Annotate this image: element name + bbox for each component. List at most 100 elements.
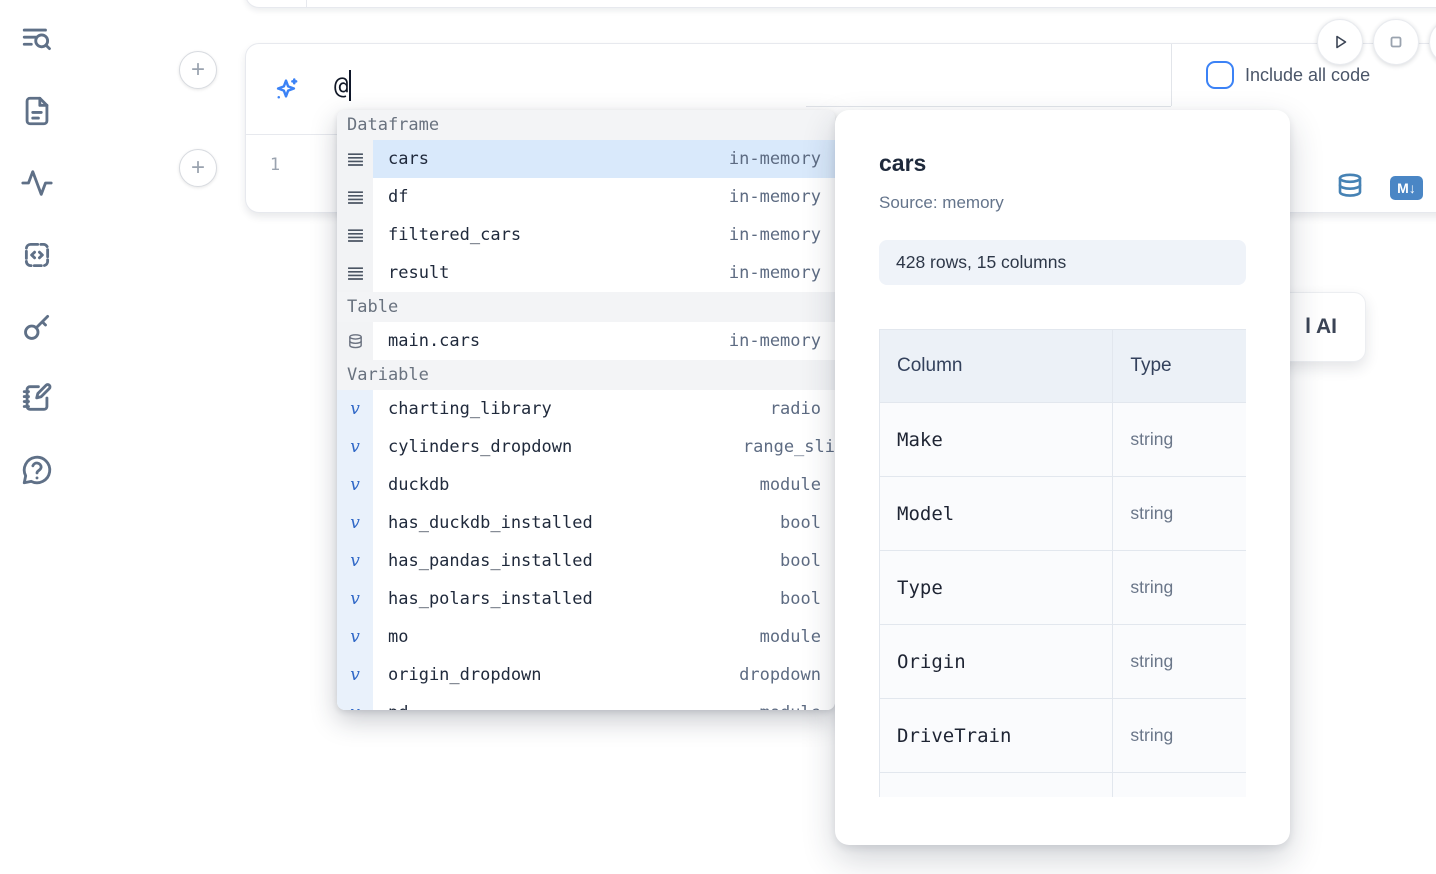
variable-icon: v [350, 589, 360, 609]
item-name: origin_dropdown [388, 665, 542, 685]
variable-icon: v [350, 513, 360, 533]
item-detail: module [759, 627, 821, 647]
autocomplete-item-cylinders-dropdown[interactable]: v cylinders_dropdown range_sli [337, 428, 835, 466]
section-header-variable: Variable [337, 360, 835, 390]
item-detail: in-memory [728, 225, 821, 245]
activity-icon[interactable] [18, 164, 56, 202]
variable-icon: v [350, 475, 360, 495]
preview-source: Source: memory [879, 193, 1004, 212]
item-name: cylinders_dropdown [388, 437, 573, 457]
code-snippet-icon[interactable] [18, 236, 56, 274]
text-cursor [349, 70, 352, 101]
dataframe-preview-panel: cars Source: memory 428 rows, 15 columns… [835, 110, 1290, 845]
schema-table: Column Type Make string Model string Typ… [879, 329, 1246, 797]
include-all-code-checkbox[interactable] [1206, 61, 1234, 89]
markdown-badge-icon[interactable]: M↓ [1390, 176, 1423, 200]
item-detail: bool [780, 551, 821, 571]
toolbar-border [806, 106, 1171, 107]
toolbar-divider [1171, 44, 1172, 106]
schema-table-wrap: Column Type Make string Model string Typ… [879, 329, 1246, 797]
preview-shape-badge: 428 rows, 15 columns [879, 240, 1246, 285]
autocomplete-dropdown: Dataframe cars in-memory df in-memory fi… [337, 110, 835, 710]
schema-row: Origin string [879, 624, 1246, 699]
include-all-code-label: Include all code [1245, 64, 1371, 85]
run-cell-button[interactable] [1317, 19, 1363, 65]
autocomplete-item-mo[interactable]: v mo module [337, 618, 835, 656]
item-detail: range_sli [742, 437, 835, 457]
dataframe-icon [337, 254, 373, 292]
autocomplete-item-df[interactable]: df in-memory [337, 178, 835, 216]
autocomplete-item-filtered-cars[interactable]: filtered_cars in-memory [337, 216, 835, 254]
item-name: df [388, 187, 409, 207]
item-detail: in-memory [728, 187, 821, 207]
prompt-row-border [246, 134, 338, 135]
item-detail: radio [769, 399, 821, 419]
item-name: filtered_cars [388, 225, 522, 245]
ai-prompt-input[interactable]: @ [334, 70, 352, 101]
key-icon[interactable] [18, 308, 56, 346]
item-name: has_pandas_installed [388, 551, 593, 571]
item-name: charting_library [388, 399, 552, 419]
help-bubble-icon[interactable] [18, 451, 56, 489]
item-detail: in-memory [728, 263, 821, 283]
item-name: cars [388, 149, 429, 169]
autocomplete-item-result[interactable]: result in-memory [337, 254, 835, 292]
schema-header-column: Column [879, 329, 1114, 403]
item-name: mo [388, 627, 409, 647]
table-database-icon [337, 322, 373, 360]
schema-row: Model string [879, 476, 1246, 551]
stop-cell-button[interactable] [1373, 19, 1419, 65]
item-detail: dropdown [739, 665, 821, 685]
autocomplete-item-origin-dropdown[interactable]: v origin_dropdown dropdown [337, 656, 835, 694]
item-name: duckdb [388, 475, 450, 495]
autocomplete-item-has-duckdb-installed[interactable]: v has_duckdb_installed bool [337, 504, 835, 542]
previous-cell-divider [306, 0, 307, 7]
item-detail: module [760, 703, 835, 710]
schema-header-row: Column Type [879, 329, 1246, 403]
item-detail: in-memory [728, 149, 821, 169]
variable-icon: v [350, 399, 360, 419]
item-name: result [388, 263, 450, 283]
schema-header-type: Type [1112, 329, 1246, 403]
dataframe-icon [337, 216, 373, 254]
autocomplete-item-has-pandas-installed[interactable]: v has_pandas_installed bool [337, 542, 835, 580]
notebook-pen-icon[interactable] [18, 379, 56, 417]
schema-row: Type string [879, 550, 1246, 625]
item-name: pd [373, 703, 408, 710]
dataframe-icon [337, 178, 373, 216]
preview-title: cars [879, 150, 927, 176]
autocomplete-item-pd[interactable]: v pd module [337, 694, 835, 710]
editor-line-number: 1 [269, 155, 281, 175]
variable-icon: v [350, 437, 360, 457]
ai-prompt-value: @ [334, 71, 349, 100]
item-detail: module [759, 475, 821, 495]
dataframe-icon [337, 140, 373, 178]
ai-sparkle-icon [271, 75, 301, 110]
autocomplete-item-duckdb[interactable]: v duckdb module [337, 466, 835, 504]
autocomplete-item-cars[interactable]: cars in-memory [337, 140, 835, 178]
item-detail: bool [780, 513, 821, 533]
item-detail: in-memory [728, 331, 821, 351]
variable-icon: v [350, 665, 360, 685]
autocomplete-item-has-polars-installed[interactable]: v has_polars_installed bool [337, 580, 835, 618]
section-header-dataframe: Dataframe [337, 110, 835, 140]
section-header-table: Table [337, 292, 835, 322]
item-name: has_duckdb_installed [388, 513, 593, 533]
item-name: has_polars_installed [388, 589, 593, 609]
schema-row: DriveTrain string [879, 698, 1246, 773]
file-text-icon[interactable] [18, 92, 56, 130]
include-all-code-control: Include all code [1186, 44, 1436, 106]
item-detail: bool [780, 589, 821, 609]
previous-cell-edge [245, 0, 1436, 8]
variable-icon: v [350, 627, 360, 647]
item-name: main.cars [388, 331, 481, 351]
list-search-icon[interactable] [18, 21, 56, 59]
schema-row-partial [879, 772, 1246, 797]
variable-icon: v [350, 551, 360, 571]
schema-row: Make string [879, 402, 1246, 477]
add-cell-button-bottom[interactable]: + [179, 149, 217, 187]
autocomplete-item-main-cars[interactable]: main.cars in-memory [337, 322, 835, 360]
autocomplete-item-charting-library[interactable]: v charting_library radio [337, 390, 835, 428]
database-toggle-icon[interactable] [1335, 169, 1365, 210]
add-cell-button-top[interactable]: + [179, 51, 217, 89]
